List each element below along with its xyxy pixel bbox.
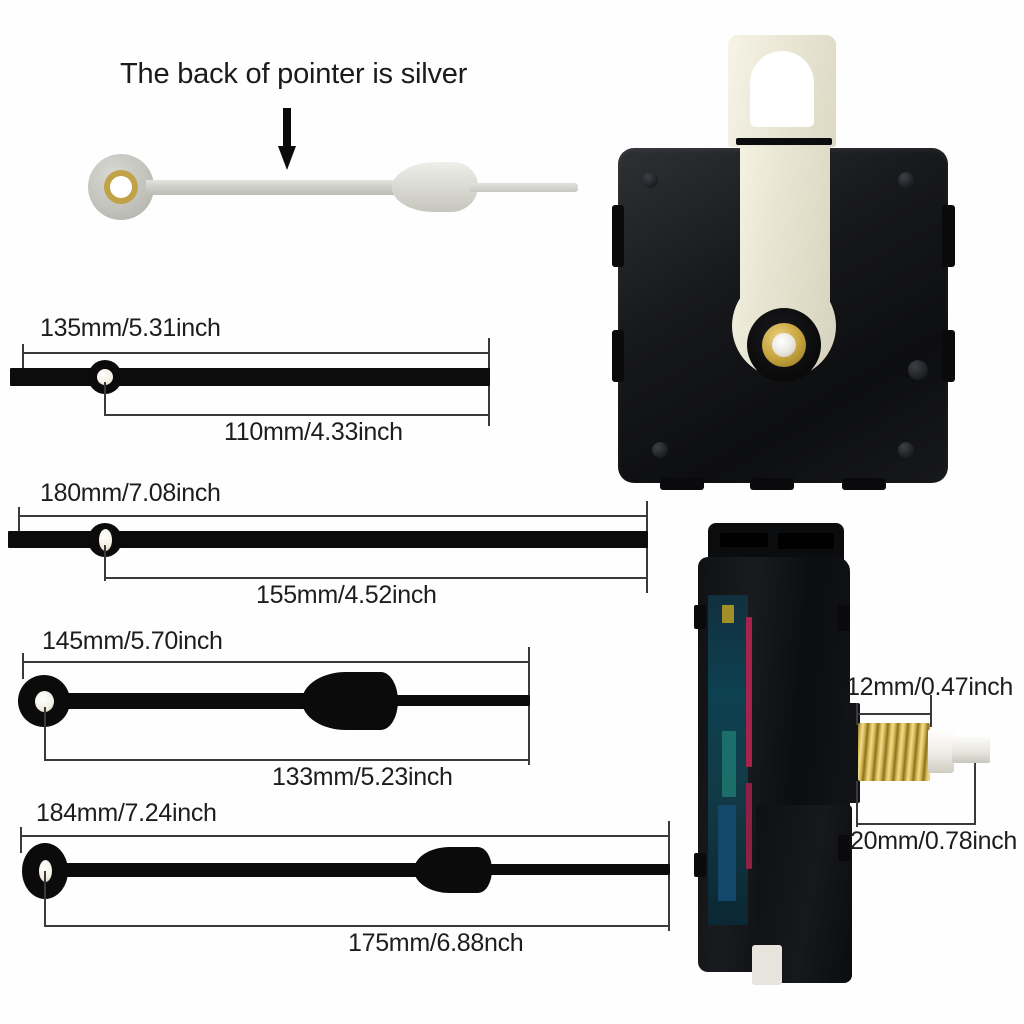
movement-side-nub-mid (838, 835, 850, 861)
hand-1-total-tick-left (22, 344, 24, 374)
movement-side-stripe-yellow (722, 605, 734, 623)
hand-4-total-tick-left (20, 827, 22, 853)
movement-side-brass-thread (858, 723, 930, 781)
hand-row-2: 180mm/7.08inch 155mm/4.52inch (0, 465, 700, 615)
silver-hand-tip (470, 183, 578, 192)
hand-row-3: 145mm/5.70inch 133mm/5.23inch (0, 615, 560, 791)
hand-4-total-line (20, 835, 670, 837)
hand-4-shape (22, 839, 670, 907)
clock-movement-side-view: 12mm/0.47inch 20mm/0.78inch (660, 505, 1024, 1005)
hand-2-bar (8, 531, 648, 548)
hand-4-pivot-tick-left (44, 871, 46, 927)
movement-screw-top-right (898, 172, 914, 188)
hand-3-total-line (22, 661, 530, 663)
hand-4-total-tick-right (668, 821, 670, 931)
hand-4-shaft (62, 863, 428, 877)
movement-side-top-slot (720, 533, 768, 547)
hand-3-hub-hole (35, 691, 54, 712)
hand-3-pivot-line (44, 759, 530, 761)
movement-side-nub-top (838, 605, 850, 631)
silver-hand-hub (88, 154, 154, 220)
hand-3-shaft (62, 693, 314, 709)
hand-1-bar (10, 368, 490, 386)
shaft-dim-line (856, 823, 976, 825)
clock-movement-back-view (600, 30, 1020, 510)
movement-side-stripe-blue (718, 805, 736, 901)
movement-side-foot (752, 945, 782, 985)
hand-3-shape (18, 667, 530, 739)
hand-1-pivot-label: 110mm/4.33inch (224, 418, 403, 446)
movement-side-stripe-red (746, 617, 752, 767)
hand-2-pivot-line (104, 577, 648, 579)
movement-side-white-collar (928, 729, 954, 773)
thread-tick-right (930, 695, 932, 727)
shaft-length-label: 20mm/0.78inch (850, 827, 1018, 855)
movement-side-top-slot-2 (778, 533, 834, 549)
hand-1-pivot-tick-left (104, 382, 106, 416)
movement-shaft-post (772, 333, 796, 357)
movement-edge-bottom-2 (750, 478, 794, 490)
hand-3-spade (302, 672, 398, 730)
silver-hand-spade (391, 162, 479, 212)
movement-hanger-strap (740, 142, 830, 322)
movement-edge-bottom-1 (660, 478, 704, 490)
hand-4-pivot-label: 175mm/6.88nch (348, 929, 524, 957)
movement-screw-top-left (642, 172, 658, 188)
movement-edge-left-top (612, 205, 624, 267)
hand-2-total-label: 180mm/7.08inch (40, 479, 221, 507)
hand-2-total-tick-left (18, 507, 20, 535)
movement-edge-right-bottom (942, 330, 955, 382)
hand-4-total-label: 184mm/7.24inch (36, 799, 217, 827)
movement-side-nub-left-2 (694, 853, 706, 877)
hand-3-pivot-tick-left (44, 707, 46, 761)
hand-4-pivot-line (44, 925, 670, 927)
movement-side-shaft-boss (844, 703, 860, 803)
movement-edge-bottom-3 (842, 478, 886, 490)
movement-screw-mid-right (908, 360, 928, 380)
silver-hand-shaft (146, 180, 406, 195)
hand-4-spade (414, 847, 492, 893)
hand-2-total-line (18, 515, 648, 517)
silver-hand-hub-hole (110, 176, 132, 198)
movement-edge-right-top (942, 205, 955, 267)
shaft-tick-left (856, 781, 858, 827)
movement-screw-bottom-left (652, 442, 668, 458)
hand-3-total-tick-right (528, 647, 530, 765)
movement-side-white-pin (952, 737, 990, 763)
hand-3-total-label: 145mm/5.70inch (42, 627, 223, 655)
hand-2-hub-hole (99, 529, 112, 551)
hand-row-4: 184mm/7.24inch 175mm/6.88nch (0, 785, 700, 957)
thread-dim-line (856, 713, 932, 715)
movement-side-stripe-red-2 (746, 783, 752, 869)
movement-hanger-loop (728, 35, 836, 147)
hand-3-pivot-label: 133mm/5.23inch (272, 763, 453, 791)
hand-1-total-label: 135mm/5.31inch (40, 314, 221, 342)
hand-3-tip (386, 695, 530, 706)
shaft-tick-right (974, 763, 976, 825)
hand-2-pivot-label: 155mm/4.52inch (256, 581, 437, 609)
hand-1-total-line (22, 352, 490, 354)
hand-3-total-tick-left (22, 653, 24, 679)
silver-pointer-hand (88, 150, 578, 224)
movement-edge-left-bottom (612, 330, 624, 382)
silver-back-note: The back of pointer is silver (120, 58, 468, 90)
hand-2-hub (88, 523, 122, 557)
hand-4-tip (480, 864, 670, 875)
down-arrow-icon (278, 108, 296, 170)
hand-1-hub-hole (97, 369, 113, 385)
hand-row-1: 135mm/5.31inch 110mm/4.33inch (0, 300, 540, 450)
movement-side-stripe-teal (722, 731, 736, 797)
hand-1-pivot-line (104, 414, 490, 416)
hand-2-pivot-tick-left (104, 545, 106, 581)
thread-length-label: 12mm/0.47inch (846, 673, 1014, 701)
movement-side-nub-left (694, 605, 706, 629)
movement-hanger-cutout (750, 51, 814, 127)
movement-hanger-seam (736, 138, 832, 145)
movement-screw-bottom-right (898, 442, 914, 458)
